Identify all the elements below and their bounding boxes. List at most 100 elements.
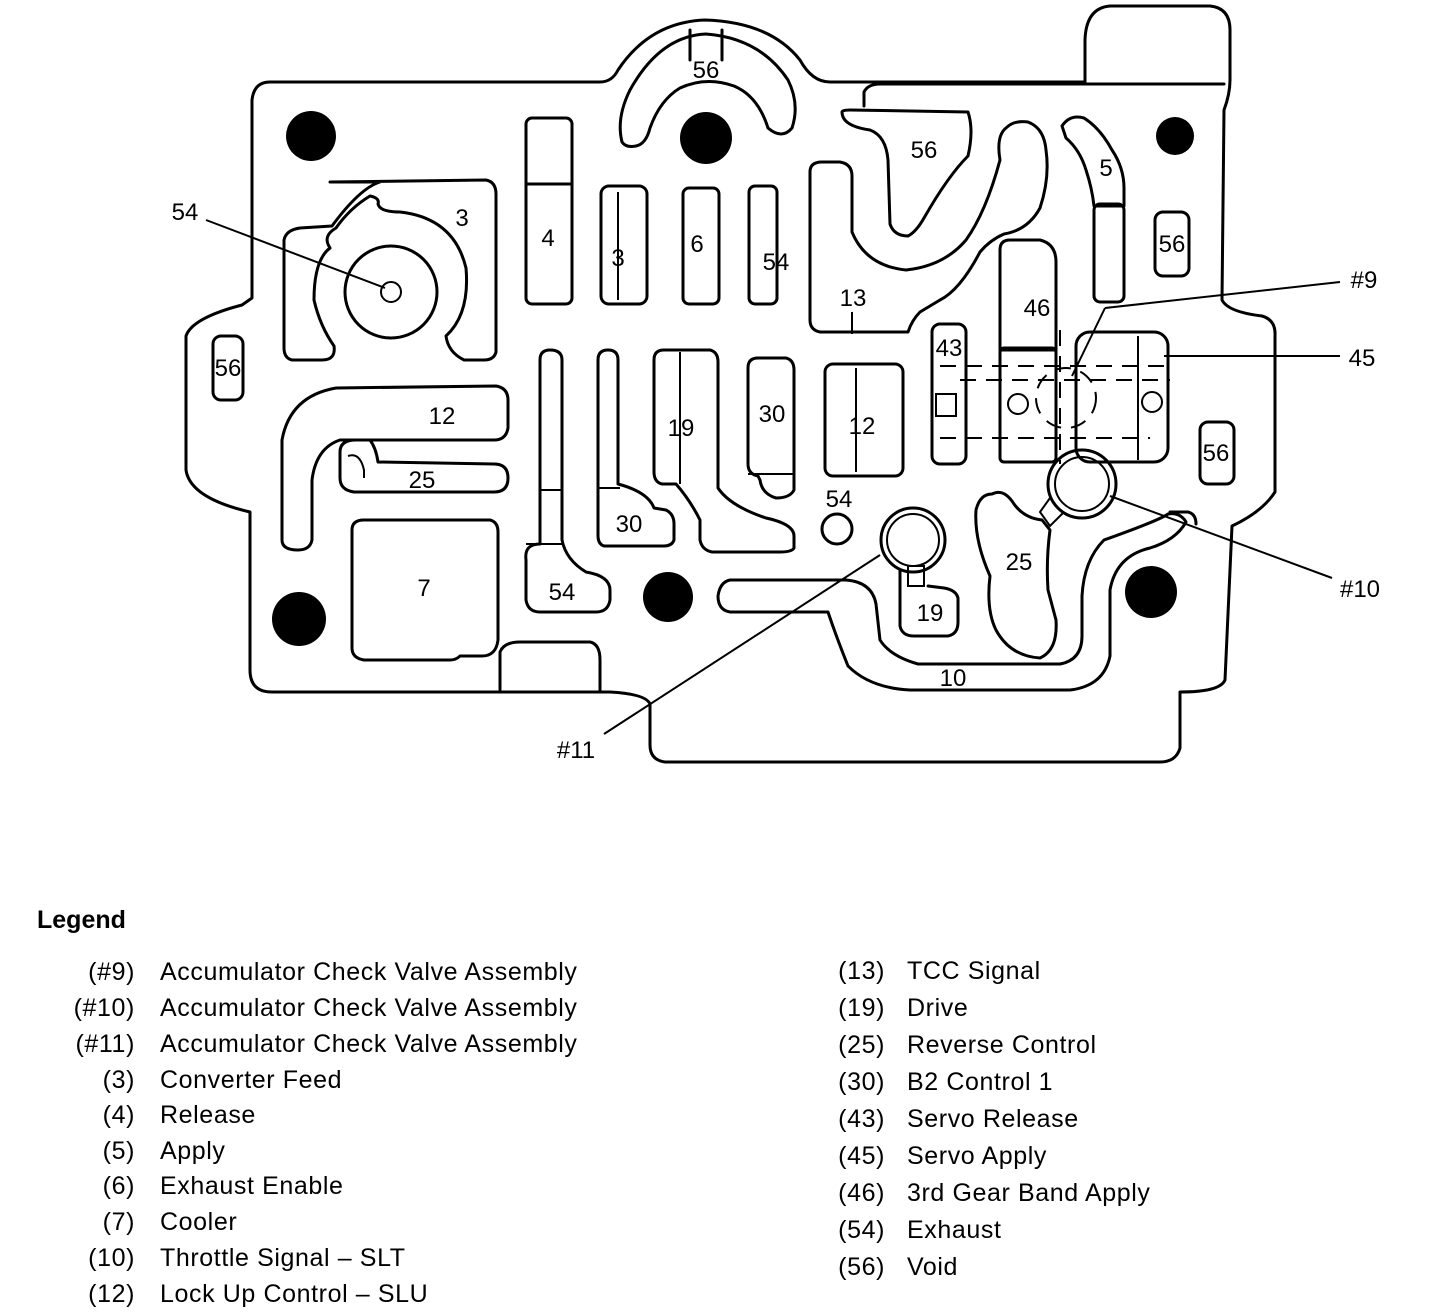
label-54-left: 54 <box>172 199 199 226</box>
legend-item: (10)Throttle Signal – SLT <box>0 1244 405 1280</box>
legend-item: (43) Servo Release <box>0 1105 1078 1141</box>
passage-5-lower <box>1092 202 1126 304</box>
legend-desc: Lock Up Control – SLU <box>160 1280 429 1308</box>
label-43: 43 <box>936 335 963 362</box>
legend-item: (13)TCC Signal <box>0 957 1040 993</box>
legend-code: (13) <box>838 957 885 985</box>
check-valve-10-stem <box>1038 497 1065 528</box>
legend-code: (45) <box>838 1142 885 1170</box>
legend-code: (19) <box>838 994 885 1022</box>
passage-30-b <box>596 348 676 548</box>
legend-code: (#11) <box>75 1030 135 1058</box>
legend-code: (43) <box>838 1105 885 1133</box>
legend-code: (46) <box>838 1179 885 1207</box>
plate-inner-step <box>862 82 1226 108</box>
passage-25-a <box>338 438 510 494</box>
legend-desc: Converter Feed <box>160 1066 343 1094</box>
legend-item: (6) Exhaust Enable <box>0 1172 343 1208</box>
label-46: 46 <box>1024 295 1051 322</box>
passage-46-lower <box>998 346 1058 464</box>
legend-desc: Drive <box>907 994 969 1022</box>
passage-6 <box>681 186 721 306</box>
passage-3-small <box>599 184 649 306</box>
legend-code: (#10) <box>73 994 135 1022</box>
check-valve-9-icon <box>1035 367 1097 429</box>
legend-item: (19) Drive <box>0 994 968 1030</box>
bolt-hole-icon <box>643 572 693 622</box>
leader-9 <box>1104 281 1341 309</box>
legend-item: (54)Exhaust <box>0 1216 1001 1252</box>
legend-desc: Accumulator Check Valve Assembly <box>160 994 578 1022</box>
passage-43-port <box>935 393 957 417</box>
plate-bottom-notch <box>498 640 602 692</box>
legend-item: (30) B2 Control 1 <box>0 1068 1052 1104</box>
legend-code: (56) <box>838 1253 885 1281</box>
passage-54-mid <box>747 184 779 306</box>
check-valve-10-icon <box>1046 448 1118 520</box>
legend-item: (45)Servo Apply <box>0 1142 1046 1178</box>
legend-item: (12)Lock Up Control – SLU <box>0 1280 428 1316</box>
legend-code: (7) <box>102 1208 135 1236</box>
label-25-b: 25 <box>1006 549 1033 576</box>
label-30-b: 30 <box>616 511 643 538</box>
check-valve-9-overlay <box>940 330 1170 464</box>
legend-title: Legend <box>37 906 126 934</box>
passage-56-right <box>840 108 973 238</box>
label-4: 4 <box>541 225 554 252</box>
label-6: 6 <box>690 231 703 258</box>
passage-19-b <box>898 568 960 638</box>
leader-11 <box>603 554 881 735</box>
bolt-hole-icon <box>286 111 336 161</box>
void-56-r2 <box>1198 420 1236 486</box>
passage-56-top-divider <box>688 28 724 62</box>
label-56-r2: 56 <box>1203 440 1230 467</box>
label-3-big: 3 <box>455 205 468 232</box>
legend-item: (25) Reverse Control <box>0 1031 1096 1067</box>
legend-item: (5)Apply <box>0 1137 225 1173</box>
check-valve-10-ring <box>1054 456 1110 512</box>
legend-desc: B2 Control 1 <box>907 1068 1054 1096</box>
label-54-b: 54 <box>549 579 576 606</box>
label-10: 10 <box>940 665 967 692</box>
label-19-b: 19 <box>917 600 944 627</box>
passage-5 <box>1060 115 1126 208</box>
legend-code: (25) <box>838 1031 885 1059</box>
passage-3-big <box>282 178 498 362</box>
bolt-hole-icon <box>1125 566 1177 618</box>
leader-9-tip <box>1071 307 1106 377</box>
legend-item: (56) Void <box>0 1253 957 1289</box>
label-19-a: 19 <box>668 415 695 442</box>
label-12-b: 12 <box>849 413 876 440</box>
void-56-far <box>1153 210 1191 278</box>
passage-30-a <box>746 356 796 500</box>
void-56-left <box>211 334 245 402</box>
legend-code: (30) <box>838 1068 885 1096</box>
orifice-54-icon <box>820 512 854 546</box>
legend-code: (3) <box>102 1066 135 1094</box>
legend-desc: Exhaust Enable <box>160 1172 344 1200</box>
legend-desc: Accumulator Check Valve Assembly <box>160 958 578 986</box>
passage-46 <box>998 238 1058 352</box>
legend-code: (6) <box>102 1172 135 1200</box>
legend-desc: Servo Release <box>907 1105 1079 1133</box>
orifice-icon <box>1141 391 1163 413</box>
passage-25-divider <box>347 454 365 478</box>
legend-item: (4)Release <box>0 1101 256 1137</box>
legend-item: (46)3rd Gear Band Apply <box>0 1179 1150 1215</box>
callout-9: #9 <box>1351 267 1378 294</box>
bolt-hole-icon <box>1156 117 1194 155</box>
passage-12-a <box>280 384 510 552</box>
label-30-a: 30 <box>759 401 786 428</box>
legend-item: (#9)Accumulator Check Valve Assembly <box>0 958 577 994</box>
legend-code: (54) <box>838 1216 885 1244</box>
passage-12-b <box>823 362 905 478</box>
check-valve-11-icon <box>879 506 947 574</box>
legend-desc: Reverse Control <box>907 1031 1097 1059</box>
legend-desc: Void <box>907 1253 959 1281</box>
plate-outline <box>184 4 1277 764</box>
label-56-top: 56 <box>693 57 720 84</box>
label-3-small: 3 <box>611 245 624 272</box>
label-12-a: 12 <box>429 403 456 430</box>
legend-desc: Release <box>160 1101 256 1129</box>
label-5: 5 <box>1099 155 1112 182</box>
